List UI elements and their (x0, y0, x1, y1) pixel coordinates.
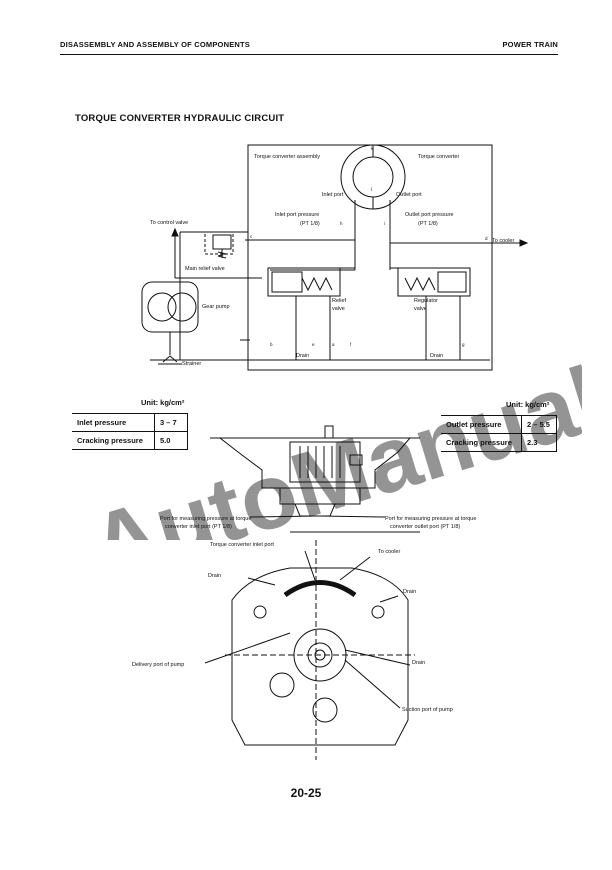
table-row: Cracking pressure 2.3 (441, 433, 557, 452)
letter-c: c (250, 234, 253, 239)
table-row: Outlet pressure 2 – 5.5 (441, 415, 557, 434)
label-to-cooler-circuit: To cooler (492, 238, 514, 244)
left-pressure-table: Inlet pressure 3 – 7 Cracking pressure 5… (72, 413, 188, 450)
label-torque-converter: Torque converter (418, 154, 459, 160)
page-number: 20-25 (290, 786, 322, 800)
label-inlet-port: Inlet port (322, 192, 344, 198)
label-outlet-port: Outlet port (396, 192, 422, 198)
header-chapter-title: POWER TRAIN (502, 40, 558, 49)
label-tc-inlet-port: Torque converter inlet port (210, 542, 274, 548)
label-drain-left: Drain (296, 353, 309, 359)
left-row-value-cracking: 5.0 (154, 431, 188, 450)
label-relief-valve-1: Relief (332, 298, 347, 304)
label-drain-top-left: Drain (208, 573, 221, 579)
label-drain-right: Drain (430, 353, 443, 359)
label-inlet-port-pressure: Inlet port pressure (275, 212, 319, 218)
label-tc-assembly: Torque converter assembly (254, 154, 320, 160)
right-table-unit: Unit: kg/cm² (506, 400, 550, 409)
label-drain-top-right: Drain (403, 589, 416, 595)
letter-g: g (462, 342, 465, 347)
label-gear-pump: Gear pump (202, 304, 230, 310)
label-port-outlet-1: Port for measuring pressure at torque (385, 516, 476, 522)
letter-a: a (332, 342, 335, 347)
label-suction-port: Suction port of pump (402, 707, 453, 713)
label-port-inlet-1: Port for measuring pressure at torque (160, 516, 251, 522)
label-outlet-pt: (PT 1/8) (418, 221, 438, 227)
label-regulator-valve-1: Regulator (414, 298, 438, 304)
letter-b: b (270, 342, 273, 347)
letter-f: f (350, 342, 352, 347)
letter-k: k (371, 146, 374, 151)
label-drain-right: Drain (412, 660, 425, 666)
left-table-unit: Unit: kg/cm² (141, 398, 185, 407)
label-port-outlet-2: converter outlet port (PT 1/8) (390, 524, 460, 530)
label-regulator-valve-2: valve (414, 306, 427, 312)
label-to-cooler-assembly: To cooler (378, 549, 400, 555)
label-relief-valve-2: valve (332, 306, 345, 312)
page-title: TORQUE CONVERTER HYDRAULIC CIRCUIT (75, 113, 285, 124)
letter-h: h (340, 221, 343, 226)
label-to-control-valve: To control valve (150, 220, 188, 226)
letter-d: d (485, 236, 488, 241)
label-delivery-port: Delivery port of pump (132, 662, 184, 668)
right-row-value-cracking: 2.3 (521, 433, 557, 452)
header-section-title: DISASSEMBLY AND ASSEMBLY OF COMPONENTS (60, 40, 250, 49)
label-main-relief-valve: Main relief valve (185, 266, 225, 272)
label-outlet-port-pressure: Outlet port pressure (405, 212, 454, 218)
right-pressure-table: Outlet pressure 2 – 5.5 Cracking pressur… (441, 415, 557, 452)
letter-j: j (370, 186, 372, 191)
letter-e: e (312, 342, 315, 347)
letter-i: i (384, 221, 385, 226)
label-strainer: Strainer (182, 361, 201, 367)
label-port-inlet-2: converter inlet port (PT 1/8) (165, 524, 232, 530)
label-inlet-pt: (PT 1/8) (300, 221, 320, 227)
table-row: Cracking pressure 5.0 (72, 431, 188, 450)
page-header: DISASSEMBLY AND ASSEMBLY OF COMPONENTS P… (60, 38, 558, 55)
